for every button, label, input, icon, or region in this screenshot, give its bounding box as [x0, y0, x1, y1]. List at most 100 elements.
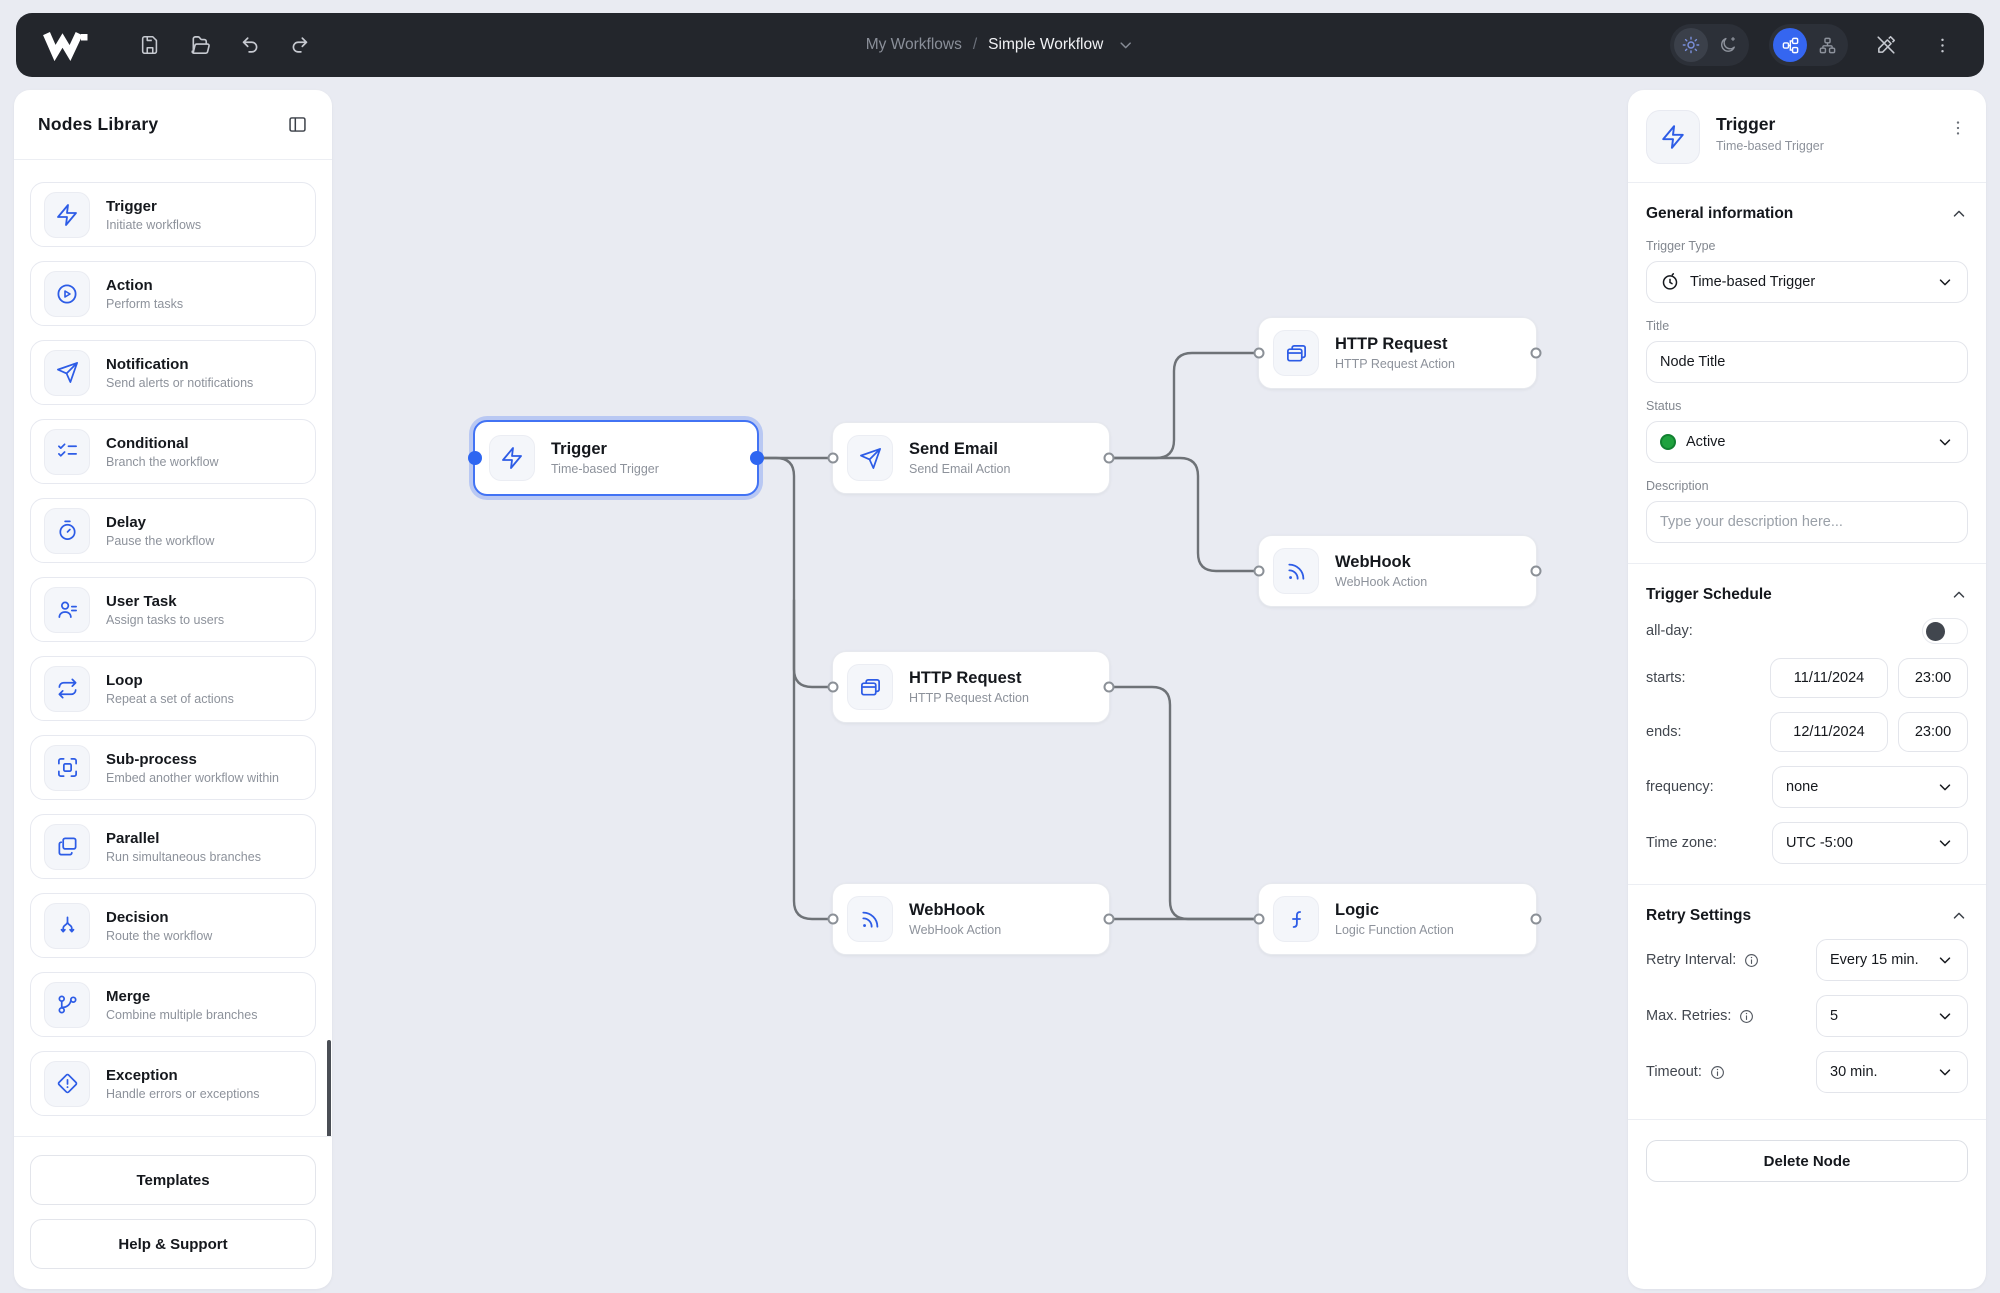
input-port[interactable] [827, 913, 839, 925]
horizontal-layout-button[interactable] [1773, 28, 1807, 62]
info-icon[interactable] [1743, 952, 1760, 969]
open-folder-button[interactable] [182, 27, 218, 63]
topbar-menu-button[interactable] [1924, 27, 1960, 63]
edit-off-button[interactable] [1868, 27, 1904, 63]
library-item-desc: Embed another workflow within [106, 770, 279, 785]
library-item-desc: Combine multiple branches [106, 1007, 258, 1022]
frequency-label: frequency: [1646, 779, 1714, 795]
timer-icon [44, 507, 90, 554]
all-day-label: all-day: [1646, 623, 1693, 639]
toggle-knob [1926, 621, 1945, 641]
output-port[interactable] [750, 451, 764, 465]
description-label: Description [1646, 479, 1709, 493]
ends-label: ends: [1646, 724, 1682, 740]
save-button[interactable] [132, 27, 168, 63]
input-port[interactable] [827, 452, 839, 464]
output-port[interactable] [1530, 347, 1542, 359]
retry-interval-value: Every 15 min. [1830, 952, 1919, 968]
retry-settings-section: Retry Settings Retry Interval: Every 15 … [1628, 884, 1986, 1113]
timezone-select[interactable]: UTC -5:00 [1772, 822, 1968, 864]
output-port[interactable] [1530, 565, 1542, 577]
input-port[interactable] [827, 681, 839, 693]
info-icon[interactable] [1709, 1064, 1726, 1081]
timeout-select[interactable]: 30 min. [1816, 1051, 1968, 1093]
general-information-section: General information Trigger Type Time-ba… [1628, 183, 1986, 563]
decision-icon [44, 902, 90, 949]
workflow-switcher-chevron-icon[interactable] [1116, 36, 1134, 54]
library-item-desc: Initiate workflows [106, 217, 202, 232]
chevron-down-icon [1936, 1063, 1954, 1081]
delete-node-button[interactable]: Delete Node [1646, 1140, 1968, 1182]
description-input[interactable] [1660, 514, 1954, 530]
breadcrumb-parent[interactable]: My Workflows [865, 36, 962, 53]
output-port[interactable] [1530, 913, 1542, 925]
window-icon [847, 664, 893, 710]
status-label: Status [1646, 399, 1682, 413]
inspector-menu-button[interactable] [1948, 118, 1968, 138]
collapse-section-button[interactable] [1950, 907, 1968, 925]
collapse-section-button[interactable] [1950, 205, 1968, 223]
section-title: Retry Settings [1646, 907, 1752, 924]
kebab-menu-icon [1948, 118, 1968, 138]
vertical-layout-button[interactable] [1810, 28, 1844, 62]
retry-interval-select[interactable]: Every 15 min. [1816, 939, 1968, 981]
output-port[interactable] [1103, 452, 1115, 464]
sidebar-scrollbar[interactable] [327, 1040, 331, 1136]
undo-button[interactable] [232, 27, 268, 63]
input-port[interactable] [1253, 347, 1265, 359]
send-icon [44, 349, 90, 396]
output-port[interactable] [1103, 681, 1115, 693]
redo-button[interactable] [282, 27, 318, 63]
status-select[interactable]: Active [1646, 421, 1968, 463]
ends-date-field[interactable]: 12/11/2024 [1770, 712, 1888, 752]
info-icon[interactable] [1738, 1008, 1755, 1025]
light-theme-button[interactable] [1674, 28, 1708, 62]
zap-icon [44, 191, 90, 238]
templates-button[interactable]: Templates [30, 1155, 316, 1205]
clock-icon [1660, 272, 1680, 292]
collapse-section-button[interactable] [1950, 586, 1968, 604]
starts-date-field[interactable]: 11/11/2024 [1770, 658, 1888, 698]
input-port[interactable] [468, 451, 482, 465]
frequency-select[interactable]: none [1772, 766, 1968, 808]
trigger-type-select[interactable]: Time-based Trigger [1646, 261, 1968, 303]
edge-sendemail-httprequest [1108, 351, 1260, 460]
max-retries-value: 5 [1830, 1008, 1839, 1024]
node-subtitle: WebHook Action [909, 923, 1002, 937]
input-port[interactable] [1253, 565, 1265, 577]
timezone-label: Time zone: [1646, 835, 1718, 851]
dark-theme-button[interactable] [1711, 28, 1745, 62]
title-input[interactable] [1660, 354, 1954, 370]
output-port[interactable] [1103, 913, 1115, 925]
max-retries-select[interactable]: 5 [1816, 995, 1968, 1037]
play-circle-icon [44, 270, 90, 317]
starts-time-field[interactable]: 23:00 [1898, 658, 1968, 698]
subprocess-icon [44, 744, 90, 791]
help-support-button[interactable]: Help & Support [30, 1219, 316, 1269]
input-port[interactable] [1253, 913, 1265, 925]
collapse-sidebar-button[interactable] [287, 114, 308, 135]
all-day-toggle[interactable] [1922, 618, 1968, 644]
ends-time-field[interactable]: 23:00 [1898, 712, 1968, 752]
library-item-label: Loop [106, 671, 143, 689]
